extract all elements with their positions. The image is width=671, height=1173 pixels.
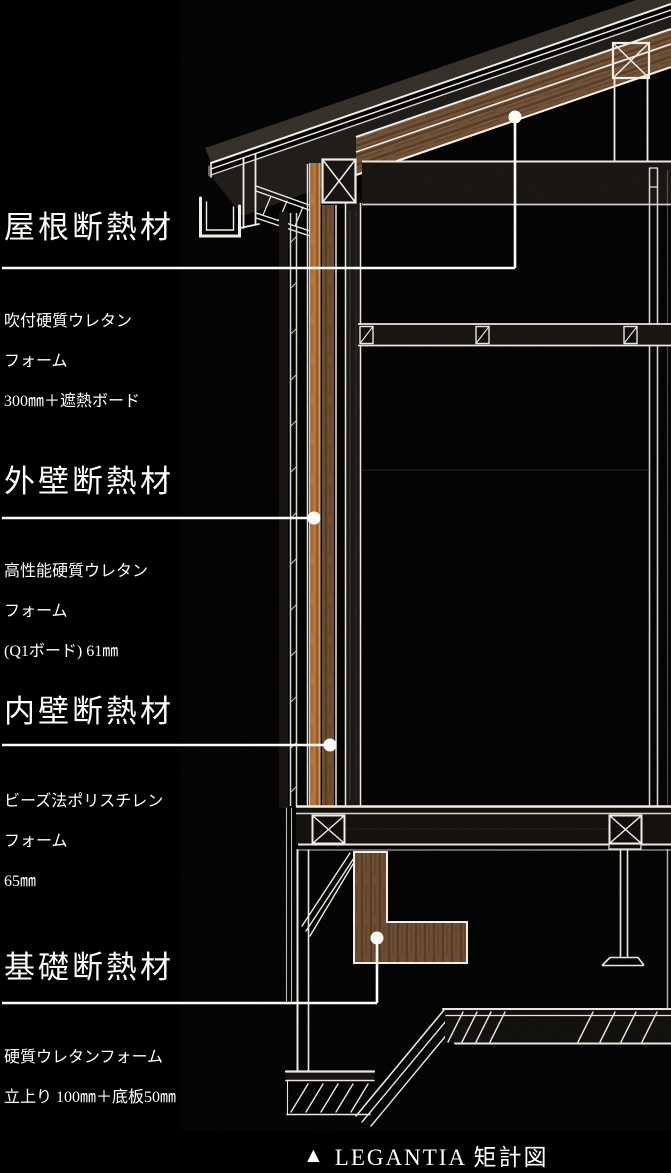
- annotation-line: フォーム: [4, 603, 68, 620]
- annotation-interior-wall-desc: ビーズ法ポリスチレン フォーム 65㎜: [4, 771, 304, 907]
- annotation-interior-wall-insulation: 内壁断熱材: [4, 693, 304, 731]
- annotation-line: 65㎜: [4, 873, 37, 890]
- annotation-title: 外壁断熱材: [4, 464, 174, 499]
- annotation-line: フォーム: [4, 833, 68, 850]
- annotation-title: 内壁断熱材: [4, 694, 174, 729]
- annotation-line: (Q1ボード) 61㎜: [4, 643, 119, 660]
- annotation-foundation-desc: 硬質ウレタンフォーム 立上り 100㎜＋底板50㎜: [4, 1027, 304, 1123]
- triangle-marker-icon: ▲: [303, 1142, 326, 1167]
- annotation-line: フォーム: [4, 353, 68, 370]
- texture-overlay: [180, 0, 671, 1130]
- annotation-foundation-insulation: 基礎断熱材: [4, 949, 304, 987]
- annotation-exterior-wall-insulation: 外壁断熱材: [4, 463, 304, 501]
- annotation-line: ビーズ法ポリスチレン: [4, 793, 164, 810]
- annotation-exterior-wall-desc: 高性能硬質ウレタン フォーム (Q1ボード) 61㎜: [4, 541, 304, 677]
- annotation-roof-desc: 吹付硬質ウレタン フォーム 300㎜＋遮熱ボード: [4, 291, 304, 427]
- annotation-line: 300㎜＋遮熱ボード: [4, 393, 141, 410]
- figure-caption: ▲ LEGANTIA 矩計図: [303, 1138, 549, 1172]
- annotation-roof-insulation: 屋根断熱材: [4, 209, 304, 247]
- annotation-line: 硬質ウレタンフォーム: [4, 1049, 164, 1066]
- annotation-title: 屋根断熱材: [4, 210, 174, 245]
- annotation-line: 高性能硬質ウレタン: [4, 563, 149, 580]
- annotation-line: 吹付硬質ウレタン: [4, 313, 133, 330]
- annotation-line: 立上り 100㎜＋底板50㎜: [4, 1089, 177, 1106]
- annotation-title: 基礎断熱材: [4, 950, 174, 985]
- caption-text: LEGANTIA 矩計図: [334, 1145, 549, 1170]
